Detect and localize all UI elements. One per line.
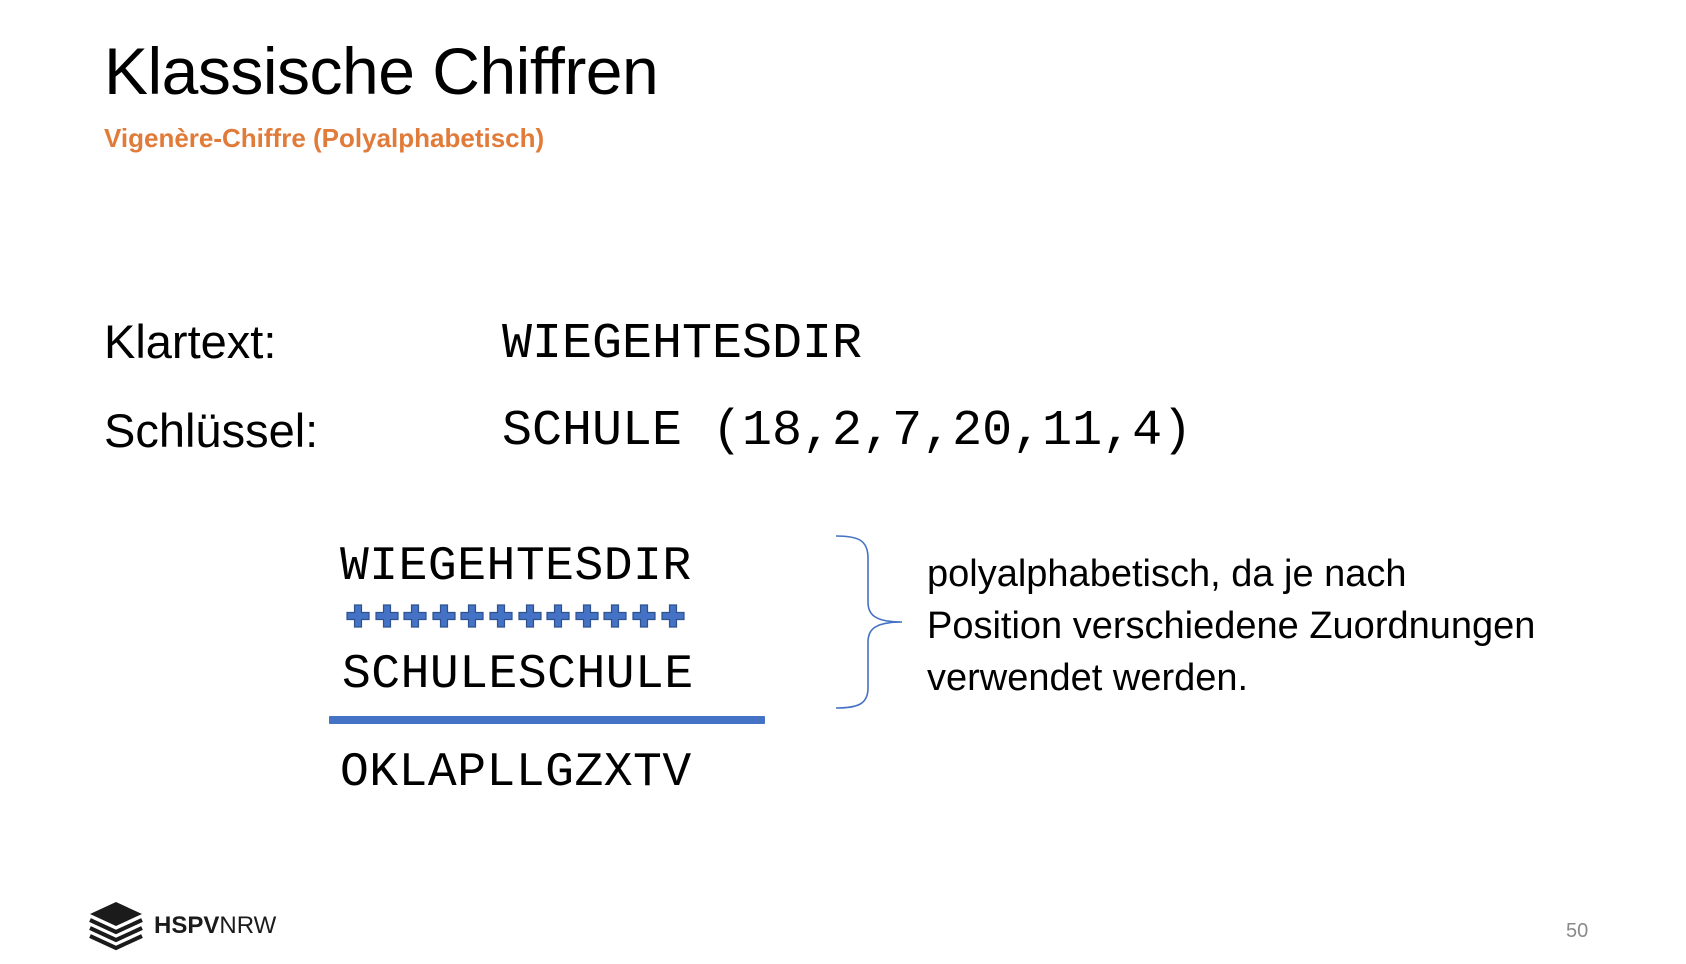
plaintext-value: WIEGEHTESDIR	[502, 316, 863, 373]
logo-wordmark: HSPVNRW	[154, 914, 276, 938]
plus-sign-row	[346, 604, 685, 628]
key-value: SCHULE (18,2,7,20,11,4)	[502, 403, 1193, 460]
plaintext-label: Klartext:	[104, 315, 277, 368]
calc-plaintext-row: WIEGEHTESDIR	[340, 540, 692, 594]
plus-icon	[603, 604, 627, 628]
plus-icon	[517, 604, 542, 628]
plus-icon	[489, 604, 513, 628]
plus-icon	[432, 604, 456, 628]
plus-icon	[660, 604, 685, 628]
plus-icon	[546, 604, 570, 628]
calc-key-row: SCHULESCHULE	[342, 648, 694, 702]
plus-icon	[632, 604, 656, 628]
plus-icon	[346, 604, 370, 628]
plus-icon	[575, 604, 599, 628]
explanation-line: verwendet werden.	[927, 657, 1249, 699]
plus-icon	[403, 604, 427, 628]
plus-icon	[374, 604, 399, 628]
stacked-books-icon	[89, 902, 143, 951]
explanation-line: polyalphabetisch, da je nach	[927, 553, 1407, 595]
logo-bold-part: HSPV	[154, 912, 220, 939]
key-label: Schlüssel:	[104, 404, 319, 457]
right-curly-brace	[835, 535, 903, 709]
logo-regular-part: NRW	[219, 912, 277, 939]
calc-result-row: OKLAPLLGZXTV	[340, 746, 692, 800]
plus-icon	[460, 604, 484, 628]
hspv-logo: HSPVNRW	[88, 898, 276, 954]
explanation-line: Position verschiedene Zuordnungen	[927, 605, 1536, 647]
page-number: 50	[1566, 920, 1589, 942]
slide-title: Klassische Chiffren	[104, 34, 659, 108]
sum-underline	[329, 716, 765, 724]
slide-subtitle: Vigenère-Chiffre (Polyalphabetisch)	[104, 123, 545, 153]
explanation-text: polyalphabetisch, da je nach Position ve…	[927, 548, 1627, 704]
